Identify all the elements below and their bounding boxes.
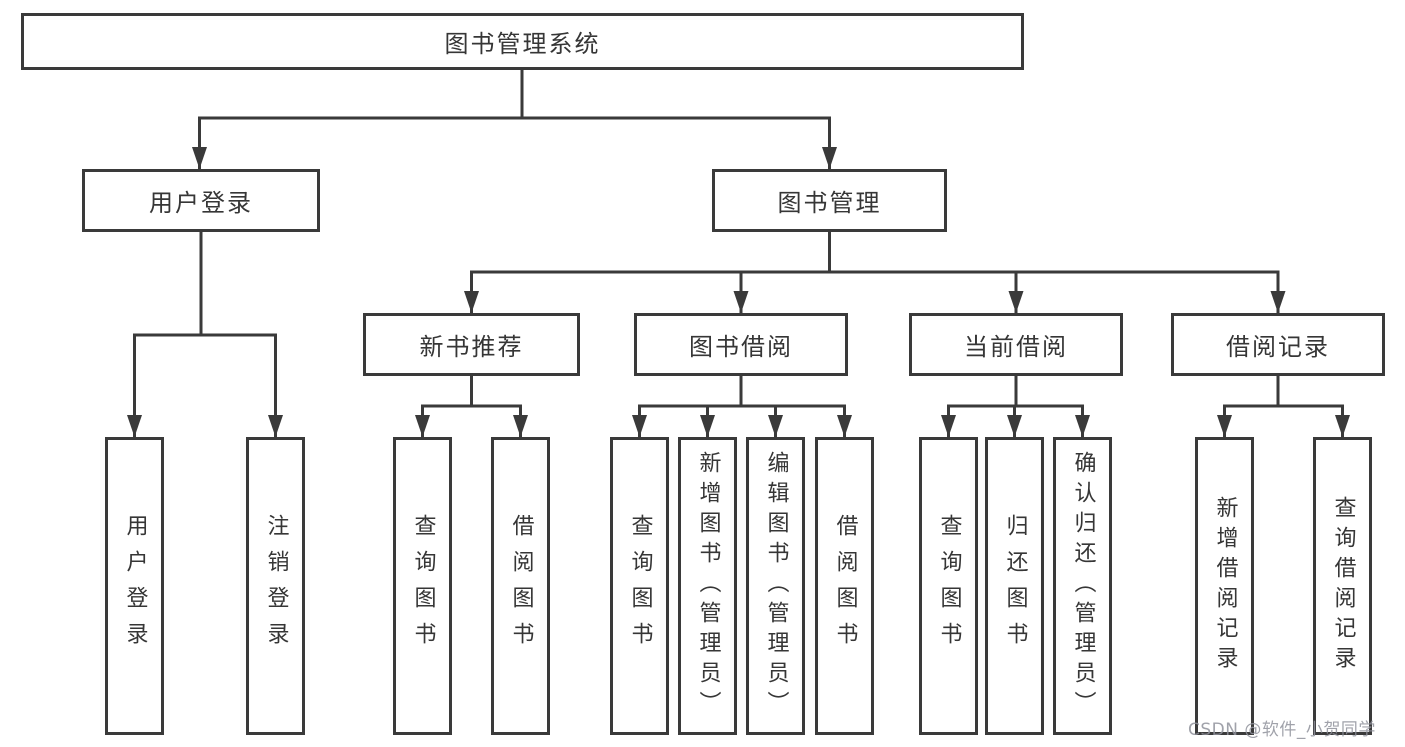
leaf-label: 用户登录	[122, 514, 148, 658]
node-label: 借阅记录	[1226, 333, 1330, 361]
node-label: 图书管理	[777, 189, 882, 217]
leaf-label: 归还图书	[1002, 514, 1028, 658]
leaf-label: 确认归还（管理员）	[1070, 451, 1096, 721]
leaf-query-borrow-record: 查询借阅记录	[1313, 437, 1372, 735]
node-user-login: 用户登录	[82, 169, 320, 232]
leaf-edit-book-admin: 编辑图书（管理员）	[746, 437, 805, 735]
leaf-label: 借阅图书	[508, 514, 534, 658]
node-new-book-recommend: 新书推荐	[363, 313, 580, 376]
leaf-query-books-3: 查询图书	[919, 437, 978, 735]
leaf-borrow-books-1: 借阅图书	[491, 437, 550, 735]
node-label: 当前借阅	[964, 333, 1068, 361]
leaf-logout: 注销登录	[246, 437, 305, 735]
leaf-query-books-2: 查询图书	[610, 437, 669, 735]
leaf-label: 编辑图书（管理员）	[763, 451, 789, 721]
node-label: 用户登录	[149, 189, 253, 217]
node-label: 图书管理系统	[444, 30, 601, 58]
leaf-add-borrow-record: 新增借阅记录	[1195, 437, 1254, 735]
leaf-return-books: 归还图书	[985, 437, 1044, 735]
leaf-label: 借阅图书	[832, 514, 858, 658]
leaf-query-books-1: 查询图书	[393, 437, 452, 735]
watermark: CSDN @软件_小贺同学	[1188, 720, 1376, 740]
leaf-label: 查询图书	[936, 514, 962, 658]
leaf-borrow-books-2: 借阅图书	[815, 437, 874, 735]
node-borrow-record: 借阅记录	[1171, 313, 1385, 376]
node-label: 图书借阅	[689, 333, 793, 361]
leaf-confirm-return-admin: 确认归还（管理员）	[1053, 437, 1112, 735]
leaf-label: 查询图书	[627, 514, 653, 658]
leaf-add-book-admin: 新增图书（管理员）	[678, 437, 737, 735]
leaf-label: 注销登录	[263, 514, 289, 658]
leaf-label: 查询图书	[410, 514, 436, 658]
leaf-user-login: 用户登录	[105, 437, 164, 735]
leaf-label: 新增借阅记录	[1212, 496, 1238, 676]
node-library-system: 图书管理系统	[21, 13, 1024, 70]
node-current-borrow: 当前借阅	[909, 313, 1123, 376]
node-book-borrow: 图书借阅	[634, 313, 848, 376]
leaf-label: 查询借阅记录	[1330, 496, 1356, 676]
leaf-label: 新增图书（管理员）	[695, 451, 721, 721]
node-book-management: 图书管理	[712, 169, 947, 232]
node-label: 新书推荐	[419, 333, 524, 361]
